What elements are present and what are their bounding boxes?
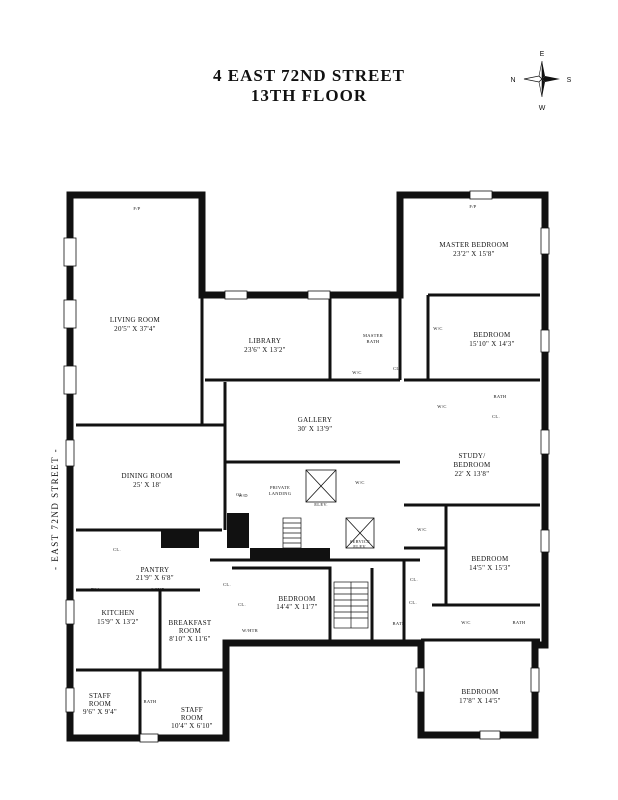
bedroom-3-dim: 14'4" X 11'7" [276,603,317,611]
fp-living: F/P [133,206,140,211]
breakfast-dim: 8'10" X 11'6" [169,635,210,643]
living-room-dim: 20'5" X 37'4" [114,325,156,333]
title-line-1: 4 EAST 72ND STREET [213,66,405,85]
master-bedroom-dim: 23'2" X 15'8" [453,250,495,258]
compass-south: S [567,77,572,84]
compass-west: W [539,105,546,112]
closet-6: CL. [238,602,246,607]
gallery-name: GALLERY [298,416,332,424]
private-landing: PRIVATE [270,485,290,490]
bath-4: BATH [144,699,157,704]
study-name: STUDY/ [458,452,485,460]
compass-east: E [540,51,545,58]
closet-3: CL. [236,492,244,497]
bedroom-3-name: BEDROOM [278,595,316,603]
fp-master: F/P [469,204,476,209]
staff-room-1-name: STAFF [89,692,111,700]
pantry-name: PANTRY [141,566,170,574]
elevators [305,469,375,549]
staff-room-2-name: STAFF [181,706,203,714]
library-dim: 23'6" X 13'2" [244,346,286,354]
bath-2: BATH [513,620,526,625]
pantry-dim: 21'9" X 6'8" [136,574,174,582]
private-landing-2: LANDING [269,491,292,496]
study-dim: 22' X 13'8" [455,470,490,478]
closet-1: CL. [393,366,401,371]
closet-2: CL. [492,414,500,419]
interior-walls [76,293,540,738]
bath-3: BATH [393,621,406,626]
bedroom-2-dim: 14'5" X 15'3" [469,564,511,572]
wic-4: W/C [355,480,364,485]
dw-label: DW [91,587,100,592]
service-elevator-label: SERVICE [350,539,371,544]
compass-north: N [510,77,515,84]
closet-4: CL. [113,547,121,552]
study-name-2: BEDROOM [453,461,491,469]
staff-room-2-dim: 10'4" X 6'10" [171,722,213,730]
kitchen-dim: 15'9" X 13'2" [97,618,139,626]
wine-label: WINE [152,587,165,592]
gallery-dim: 30' X 13'9" [298,425,333,433]
bedroom-4-name: BEDROOM [461,688,499,696]
wic-2: W/C [433,326,442,331]
shaft-blocks [161,513,330,560]
exterior-walls [66,191,549,742]
bedroom-2-name: BEDROOM [471,555,509,563]
master-bedroom-name: MASTER BEDROOM [439,241,509,249]
whtr-label: W/HTR [242,628,258,633]
title-line-2: 13TH FLOOR [250,86,368,105]
wic-1: W/C [352,370,361,375]
breakfast-name: BREAKFAST [168,619,211,627]
bedroom-1-dim: 15'10" X 14'3" [469,340,515,348]
dining-room-dim: 25' X 18' [133,481,161,489]
wic-6: W/C [461,620,470,625]
kitchen-name: KITCHEN [102,609,135,617]
library-name: LIBRARY [249,337,281,345]
windows [63,190,550,743]
bedroom-4-dim: 17'8" X 14'5" [459,697,501,705]
staff-room-2-name-2: ROOM [181,714,204,722]
staff-room-1-name-2: ROOM [89,700,112,708]
stairs [282,517,369,629]
bath-1: BATH [494,394,507,399]
master-bath-label-2: BATH [367,339,380,344]
staff-room-1-dim: 9'6" X 9'4" [83,708,117,716]
master-bath-label: MASTER [363,333,383,338]
wd-label: W/D [238,493,248,498]
compass-icon [523,60,560,98]
dining-room-name: DINING ROOM [122,472,173,480]
closet-8: CL. [409,600,417,605]
closet-7: CL. [410,577,418,582]
living-room-name: LIVING ROOM [110,316,161,324]
bedroom-1-name: BEDROOM [473,331,511,339]
breakfast-name-2: ROOM [179,627,202,635]
closet-5: CL. [223,582,231,587]
wic-5: W/C [417,527,426,532]
elevator-label: ELEV. [314,502,328,507]
service-elevator-label-2: ELEV. [353,544,367,549]
street-label: - EAST 72ND STREET - [50,448,60,570]
wic-3: W/C [437,404,446,409]
